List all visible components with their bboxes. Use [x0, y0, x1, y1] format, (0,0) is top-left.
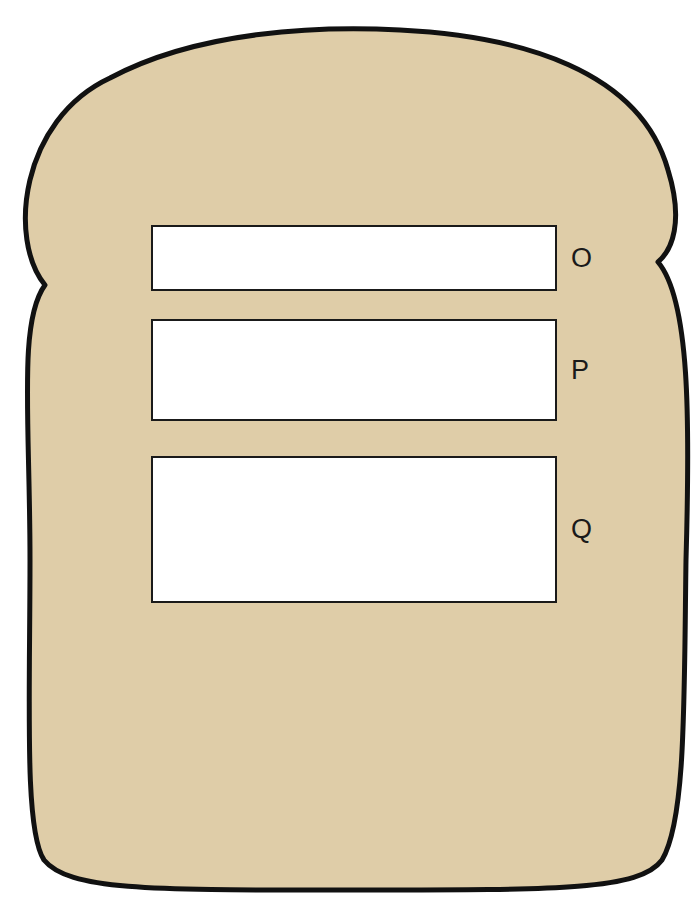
box-letter-label: Q [571, 516, 592, 543]
answer-box: O [151, 225, 557, 291]
bread-outline [25, 29, 687, 890]
answer-box: P [151, 319, 557, 421]
answer-box: Q [151, 456, 557, 603]
box-letter-label: O [571, 245, 592, 272]
box-letter-label: P [571, 357, 589, 384]
